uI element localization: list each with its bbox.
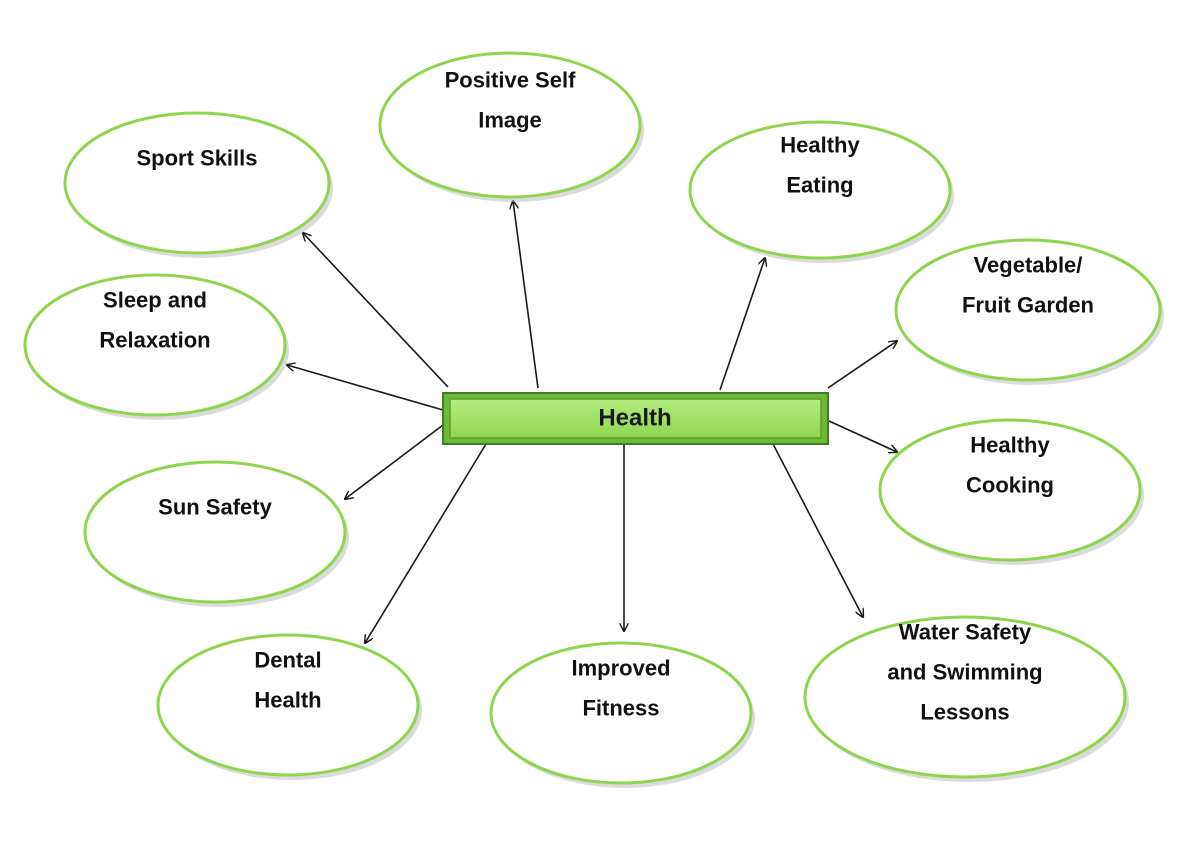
arrow-to-positive-self-image — [513, 201, 539, 389]
node-label-line: Cooking — [966, 473, 1054, 498]
node-label-line: Sun Safety — [158, 495, 272, 520]
arrow-to-vegetable-fruit-garden — [827, 341, 897, 389]
arrow-to-water-safety — [772, 443, 863, 617]
node-label-line: and Swimming — [887, 660, 1042, 685]
node-ellipse — [378, 51, 642, 199]
node-ellipse — [63, 111, 331, 255]
node-label-line: Lessons — [920, 700, 1009, 725]
node-label-line: Dental — [254, 648, 321, 673]
arrow-to-sport-skills — [303, 233, 449, 388]
arrow-to-dental-health — [365, 443, 487, 643]
node-sport-skills: Sport Skills — [63, 111, 333, 258]
node-label-line: Positive Self — [445, 68, 577, 93]
node-label-line: Sleep and — [103, 288, 207, 313]
node-ellipse — [894, 238, 1162, 382]
node-label-line: Improved — [571, 656, 670, 681]
node-ellipse — [83, 460, 347, 604]
node-label-line: Water Safety — [899, 620, 1032, 645]
arrow-to-sleep-and-relaxation — [287, 365, 444, 411]
node-label-line: Vegetable/ — [974, 253, 1083, 278]
node-label-line: Eating — [786, 173, 853, 198]
node-vegetable-fruit-garden: Vegetable/Fruit Garden — [894, 238, 1164, 385]
arrow-to-healthy-eating — [719, 258, 765, 391]
node-ellipse — [688, 120, 952, 260]
center-node: Health — [442, 392, 829, 445]
node-label-line: Relaxation — [99, 328, 210, 353]
node-ellipse — [489, 641, 753, 785]
center-label: Health — [598, 405, 671, 432]
center-box-inner — [449, 398, 822, 439]
node-label-line: Health — [254, 688, 321, 713]
arrow-to-healthy-cooking — [828, 420, 897, 452]
node-label-line: Sport Skills — [136, 146, 257, 171]
node-ellipse — [803, 615, 1127, 779]
node-label-line: Healthy — [970, 433, 1050, 458]
arrow-to-sun-safety — [345, 424, 444, 499]
node-ellipse — [156, 633, 420, 777]
node-label-line: Image — [478, 108, 542, 133]
node-sun-safety: Sun Safety — [83, 460, 349, 607]
node-ellipse — [878, 418, 1142, 562]
node-ellipse — [23, 273, 287, 417]
node-label-line: Healthy — [780, 133, 860, 158]
connectors — [287, 201, 897, 643]
node-label-line: Fitness — [582, 696, 659, 721]
node-label-line: Fruit Garden — [962, 293, 1094, 318]
